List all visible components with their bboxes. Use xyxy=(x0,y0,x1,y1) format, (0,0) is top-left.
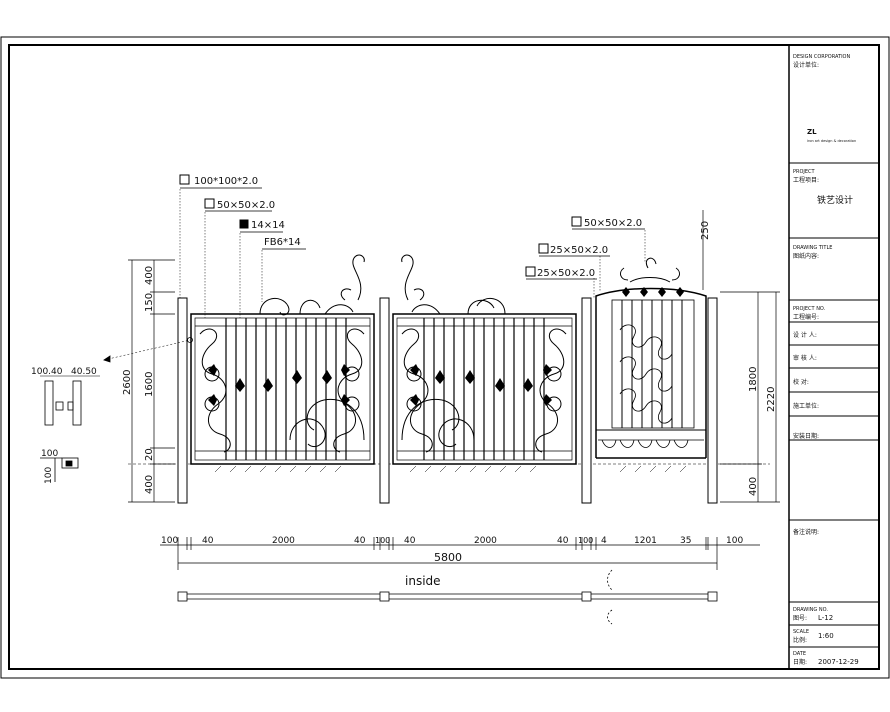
tb-install: 安装日期: xyxy=(793,432,819,440)
dim-door-overall: 2220 xyxy=(766,387,777,412)
ground-hatch xyxy=(214,465,687,473)
tb-date-cn: 日期: xyxy=(793,658,807,666)
posts xyxy=(177,297,718,504)
vertical-dims-left xyxy=(128,259,175,503)
tb-approver: 审 核 人: xyxy=(793,354,817,362)
post-left xyxy=(177,297,188,504)
hdim-post-end: 100 xyxy=(726,536,743,546)
section-dim-h: 100 xyxy=(44,467,54,484)
tb-logo: ZL xyxy=(807,128,817,136)
tb-scale-cn: 比例: xyxy=(793,636,807,644)
detail-dim-b: 40.50 xyxy=(71,367,97,377)
plan-label-inside: inside xyxy=(405,574,441,588)
hdim-gap6: 35 xyxy=(680,536,691,546)
hdim-leaf2: 2000 xyxy=(474,536,497,546)
hdim-gap3: 40 xyxy=(404,536,416,546)
section-dim-w: 100 xyxy=(41,449,58,459)
callout-post-section: 100*100*2.0 xyxy=(194,176,258,187)
outer-frame xyxy=(0,36,890,679)
post-middle xyxy=(379,297,390,504)
tb-notes: 备注说明: xyxy=(793,528,819,536)
tb-drawing-no-cn: 图号: xyxy=(793,615,807,622)
tb-drawing-no-en: DRAWING NO. xyxy=(793,607,828,613)
callout-door-rail-b: 25×50×2.0 xyxy=(537,268,595,279)
section-detail xyxy=(40,457,79,482)
hdim-post-right: 100 xyxy=(578,536,593,545)
tb-checker: 校 对: xyxy=(793,378,809,386)
pedestrian-door xyxy=(595,257,707,459)
hdim-leaf1: 2000 xyxy=(272,536,295,546)
tb-logo-sub: iron art design & decoration xyxy=(807,139,856,143)
title-block: DESIGN CORPORATION 设计单位: ZL iron art des… xyxy=(788,45,879,669)
tb-project-value: 铁艺设计 xyxy=(817,194,853,206)
gate-leaf-left xyxy=(190,254,375,465)
hdim-gap1: 40 xyxy=(202,536,214,546)
tb-drawing-title-cn: 图纸内容: xyxy=(793,252,819,260)
tb-project-cn: 工程项目: xyxy=(793,176,819,184)
tb-project-no-en: PROJECT NO. xyxy=(793,306,826,312)
inner-frame xyxy=(8,44,880,670)
hdim-overall: 5800 xyxy=(434,551,462,564)
gate-leaf-right xyxy=(392,254,577,465)
dim-top-scroll: 400 xyxy=(144,266,155,285)
dim-bottom-clear: 400 xyxy=(144,475,155,494)
hdim-gap2: 40 xyxy=(354,536,366,546)
tb-project-no-cn: 工程编号: xyxy=(793,313,819,321)
callout-leaders xyxy=(179,189,646,318)
tb-date-value: 2007-12-29 xyxy=(818,658,859,666)
callout-door-rail-a: 25×50×2.0 xyxy=(550,245,608,256)
hdim-door: 1201 xyxy=(634,536,657,546)
tb-leader: 设 计 人: xyxy=(793,331,817,339)
hdim-post-mid: 100 xyxy=(375,536,390,545)
dim-door-bottom-clear: 400 xyxy=(748,477,759,496)
callouts: 100*100*2.0 50×50×2.0 14×14 FB6*14 50×50… xyxy=(179,174,645,280)
post-detail xyxy=(40,337,193,426)
plan-view xyxy=(177,569,718,625)
callout-bar-section: 14×14 xyxy=(251,220,285,231)
dim-door-panel: 1800 xyxy=(748,367,759,392)
dim-panel-height: 1600 xyxy=(144,372,155,397)
tb-scale-en: SCALE xyxy=(793,629,809,635)
dim-door-top: 250 xyxy=(700,221,711,240)
dim-top-gap: 150 xyxy=(144,293,155,312)
post-right xyxy=(581,297,592,504)
hdim-post-left: 100 xyxy=(161,536,178,546)
detail-dim-a: 100.40 xyxy=(31,367,63,377)
horizontal-dim-chain xyxy=(160,537,760,570)
dim-overall-height: 2600 xyxy=(122,370,133,395)
hdim-gap5: 4 xyxy=(601,536,607,546)
dim-bottom-gap: 20 xyxy=(144,448,155,461)
callout-flat-bar: FB6*14 xyxy=(264,237,301,248)
tb-company-cn: 设计单位: xyxy=(793,61,819,69)
tb-drawing-no-value: L-12 xyxy=(818,614,833,622)
tb-company-en: DESIGN CORPORATION xyxy=(793,54,850,60)
callout-door-frame: 50×50×2.0 xyxy=(584,218,642,229)
vertical-dims-right xyxy=(702,210,780,503)
hdim-gap4: 40 xyxy=(557,536,569,546)
tb-builder: 施工单位: xyxy=(793,402,819,410)
callout-rail-section: 50×50×2.0 xyxy=(217,200,275,211)
tb-scale-value: 1:60 xyxy=(818,632,834,640)
tb-date-en: DATE xyxy=(793,651,806,657)
post-end xyxy=(707,297,718,504)
tb-drawing-title-en: DRAWING TITLE xyxy=(793,245,832,251)
tb-project-en: PROJECT xyxy=(793,169,816,175)
